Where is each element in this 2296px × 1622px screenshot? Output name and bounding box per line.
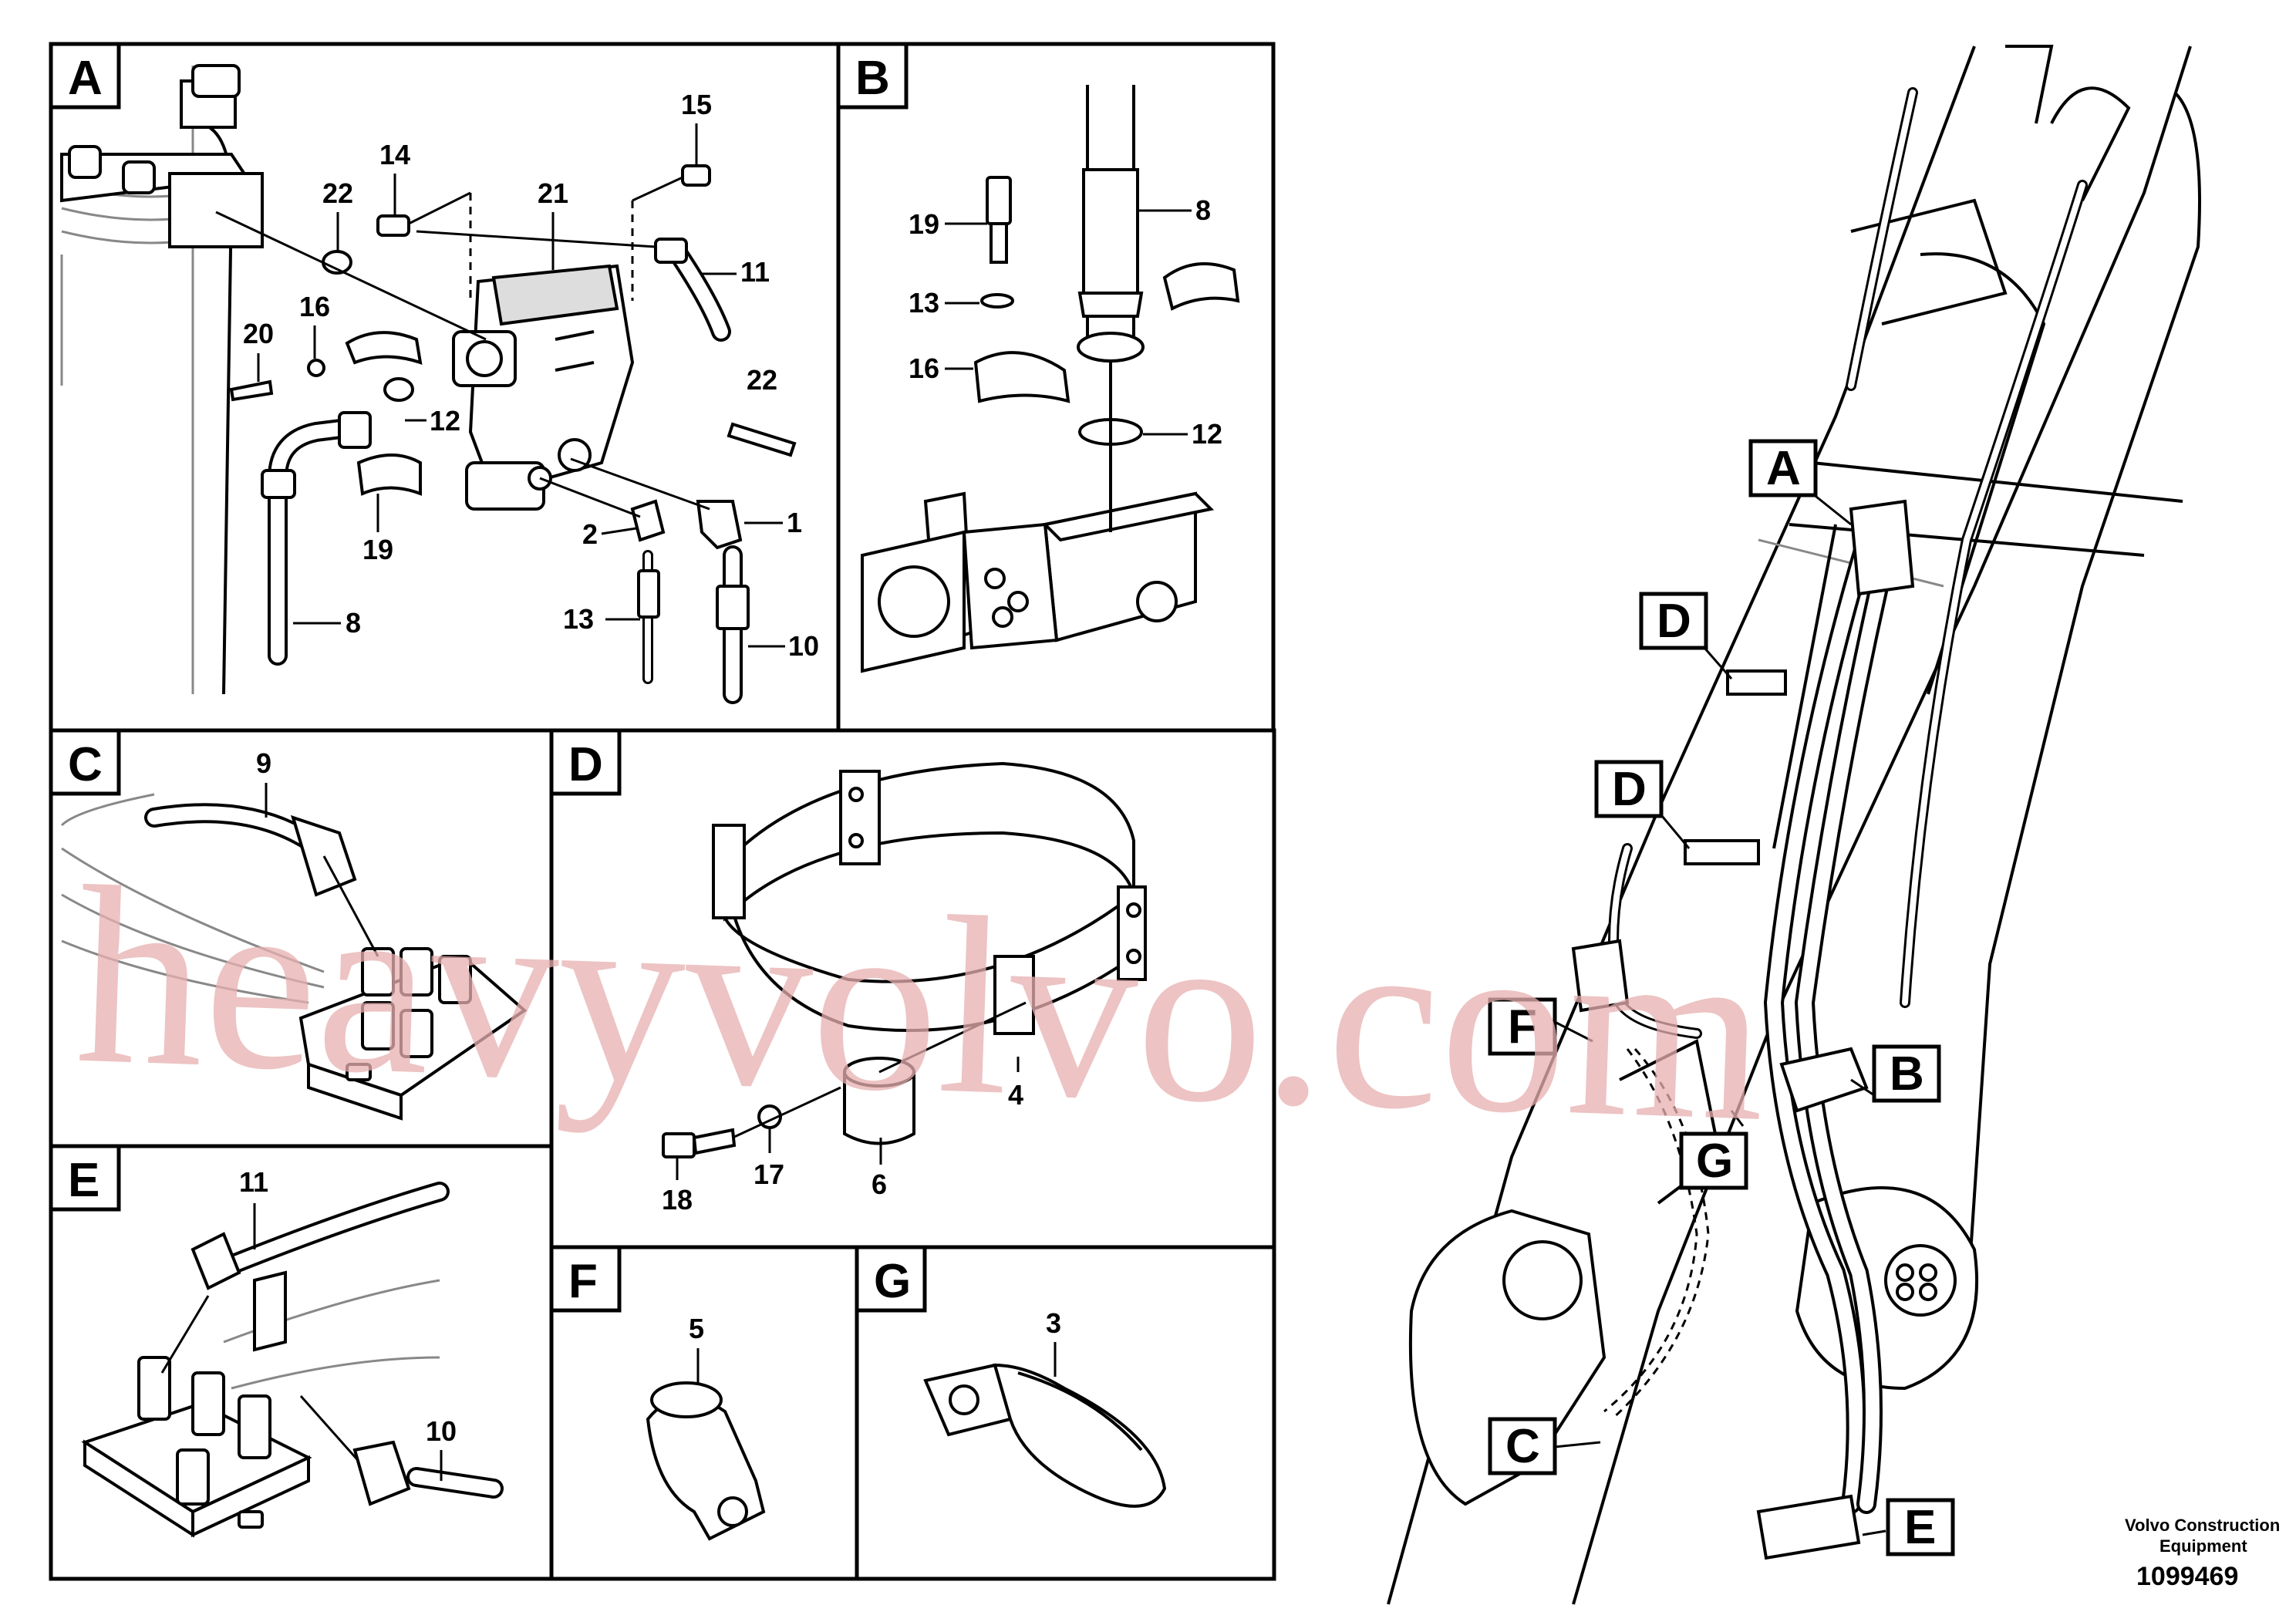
callout-20: 21 bbox=[538, 177, 568, 209]
panel-e: 11 10 E bbox=[49, 1144, 554, 1581]
panel-c: 9 C bbox=[49, 728, 554, 1148]
panel-b-letter: B bbox=[855, 52, 890, 105]
panel-d-letter: D bbox=[568, 738, 603, 791]
callout-10: 10 bbox=[426, 1415, 457, 1447]
callout-19: 19 bbox=[909, 208, 939, 240]
callout-14: 14 bbox=[379, 139, 410, 170]
drawing-number: 1099469 bbox=[2136, 1562, 2238, 1591]
panel-b: 19 13 16 8 12 B bbox=[836, 42, 1276, 733]
overview-label-f: F bbox=[1508, 1000, 1537, 1054]
callout-2: 2 bbox=[582, 518, 598, 550]
callout-21: 22 bbox=[322, 177, 353, 209]
callout-15: 15 bbox=[681, 89, 712, 120]
panel-f: 5 F bbox=[549, 1245, 859, 1581]
callout-18: 18 bbox=[662, 1184, 693, 1216]
panel-a: 15 14 22 21 11 20 16 22 12 19 2 1 13 10 … bbox=[49, 42, 841, 733]
callout-13: 13 bbox=[909, 287, 939, 319]
callout-12: 12 bbox=[430, 405, 460, 437]
callout-13: 16 bbox=[299, 291, 330, 322]
panel-a-letter: A bbox=[68, 52, 103, 105]
callout-11: 11 bbox=[740, 256, 770, 288]
overview-label-a: A bbox=[1766, 442, 1801, 495]
callout-16: 16 bbox=[909, 352, 939, 384]
callout-17: 17 bbox=[754, 1158, 784, 1190]
watermark: heavyvolvo.com bbox=[72, 835, 1771, 1175]
overview-label-d-lower: D bbox=[1612, 763, 1647, 816]
callout-4: 4 bbox=[1008, 1079, 1023, 1111]
panel-g-letter: G bbox=[874, 1255, 911, 1308]
callout-22: 22 bbox=[747, 364, 777, 396]
overview-boom: A D D F B G C E bbox=[1387, 45, 2201, 1605]
callout-8: 8 bbox=[1195, 194, 1211, 226]
overview-label-d-upper: D bbox=[1657, 595, 1691, 648]
callout-9: 9 bbox=[256, 747, 271, 779]
callout-1: 1 bbox=[787, 507, 802, 538]
callout-10: 13 bbox=[563, 603, 594, 635]
overview-label-g: G bbox=[1696, 1135, 1733, 1188]
callout-5: 5 bbox=[689, 1313, 704, 1344]
callout-12: 12 bbox=[1192, 418, 1222, 450]
callout-9: 10 bbox=[788, 630, 819, 662]
callout-16: 19 bbox=[362, 534, 393, 565]
company-name-line2: Equipment bbox=[2159, 1536, 2247, 1556]
overview-label-c: C bbox=[1505, 1420, 1540, 1473]
panel-c-letter: C bbox=[68, 738, 103, 791]
overview-label-e: E bbox=[1904, 1501, 1936, 1554]
callout-11: 11 bbox=[239, 1166, 268, 1198]
overview-label-b: B bbox=[1890, 1047, 1924, 1101]
title-block: Volvo Construction Equipment 1099469 bbox=[2125, 1516, 2280, 1591]
panel-e-letter: E bbox=[68, 1154, 99, 1207]
callout-3: 3 bbox=[1046, 1307, 1061, 1339]
panel-f-letter: F bbox=[568, 1255, 598, 1308]
callout-8: 8 bbox=[346, 607, 361, 639]
callout-6: 6 bbox=[872, 1168, 887, 1200]
company-name-line1: Volvo Construction bbox=[2125, 1516, 2280, 1535]
callout-19: 20 bbox=[243, 318, 274, 349]
panel-d: 4 6 17 18 D bbox=[549, 728, 1276, 1249]
panel-g: 3 G bbox=[855, 1245, 1276, 1581]
